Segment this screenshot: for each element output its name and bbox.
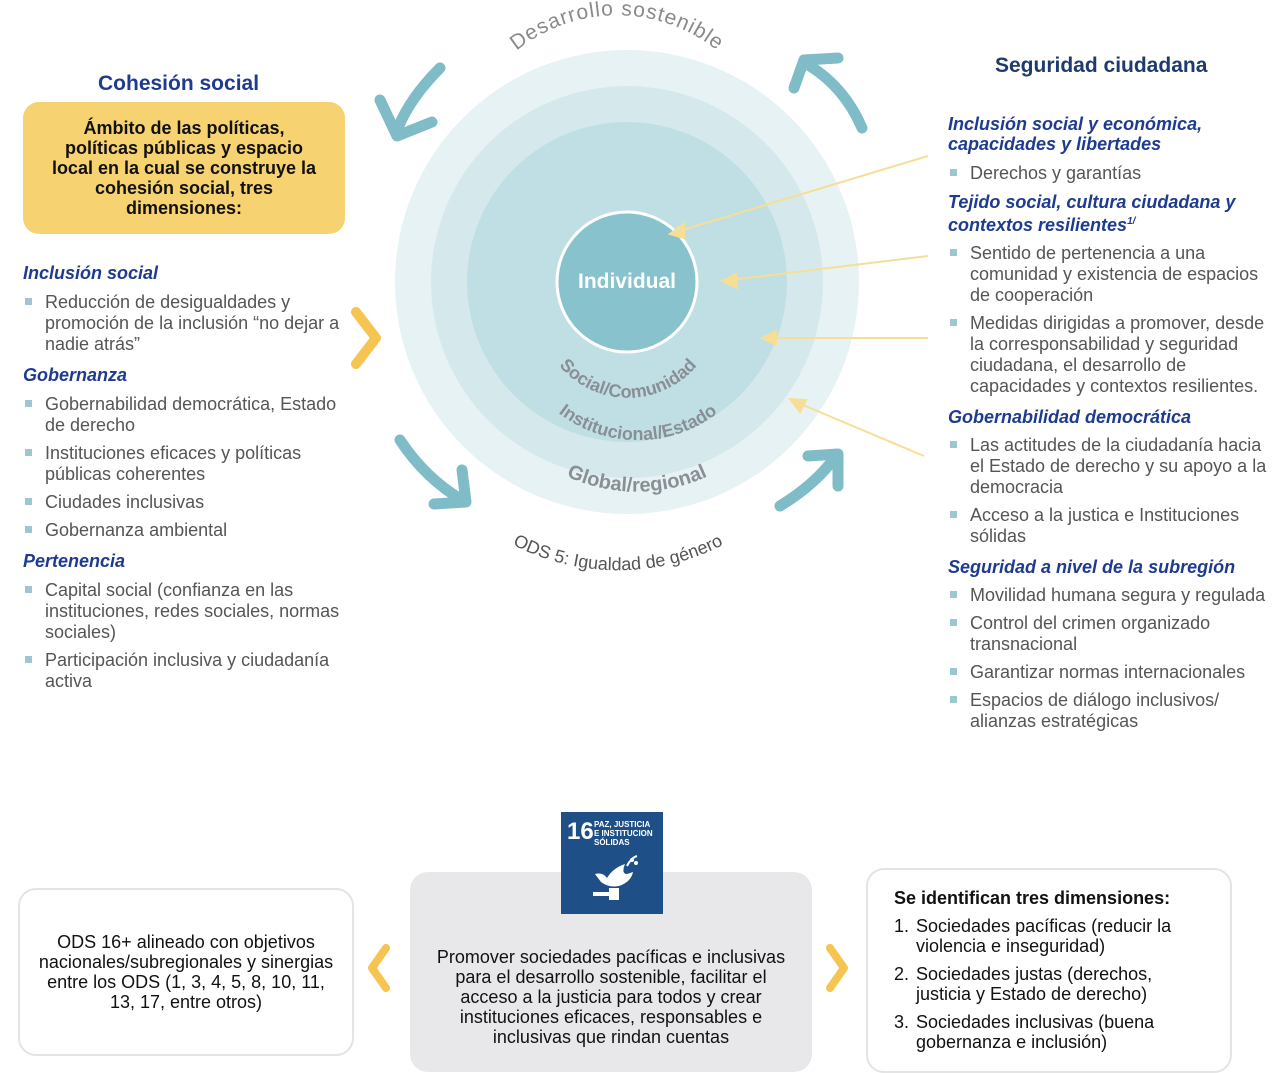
list-item: Ciudades inclusivas	[23, 492, 353, 513]
list-item: Las actitudes de la ciudadanía hacia el …	[948, 435, 1272, 498]
list-item: 1.Sociedades pacíficas (reducir la viole…	[894, 916, 1172, 956]
chevron-left-icon	[368, 944, 390, 992]
label-ods5: ODS 5: Igualdad de género	[511, 530, 726, 574]
center-individual	[555, 210, 699, 354]
gobernanza-list: Gobernabilidad democrática, Estado de de…	[23, 394, 353, 541]
list-item: Capital social (confianza en las institu…	[23, 580, 353, 643]
list-item: Derechos y garantías	[948, 163, 1272, 184]
center-label: Individual	[578, 270, 676, 293]
list-item: Espacios de diálogo inclusivos/ alianzas…	[948, 690, 1272, 732]
section-tejido-social-title: Tejido social, cultura ciudadana y conte…	[948, 192, 1272, 235]
section-subregion-title: Seguridad a nivel de la subregión	[948, 557, 1236, 577]
list-item: Garantizar normas internacionales	[948, 662, 1272, 683]
list-item: Acceso a la justica e Instituciones sóli…	[948, 505, 1272, 547]
list-item: 3.Sociedades inclusivas (buena gobernanz…	[894, 1012, 1155, 1052]
cycle-arrow-bottom-left-icon	[394, 434, 472, 510]
tejido-social-label: Tejido social, cultura ciudadana y conte…	[948, 192, 1236, 235]
sdg16-label: PAZ, JUSTICIA E INSTITUCION SÓLIDAS	[594, 820, 653, 847]
list-item: Gobernabilidad democrática, Estado de de…	[23, 394, 353, 436]
section-inclusion-social-title: Inclusión social	[23, 263, 159, 283]
list-item: Instituciones eficaces y políticas públi…	[23, 443, 353, 485]
subregion-list: Movilidad humana segura y regulada Contr…	[948, 585, 1272, 732]
chevron-right-icon	[826, 944, 848, 992]
seguridad-ciudadana-title: Seguridad ciudadana	[995, 54, 1208, 77]
dove-gavel-icon	[593, 855, 638, 900]
tejido-social-list: Sentido de pertenencia a una comunidad y…	[948, 243, 1272, 397]
list-item: Control del crimen organizado transnacio…	[948, 613, 1272, 655]
left-sections: Inclusión social Reducción de desigualda…	[23, 263, 353, 699]
pertenencia-list: Capital social (confianza en las institu…	[23, 580, 353, 692]
section-gobernabilidad-title: Gobernabilidad democrática	[948, 407, 1192, 427]
tejido-social-footnote: 1/	[1127, 216, 1136, 227]
cycle-arrow-bottom-right-icon	[774, 448, 844, 512]
label-desarrollo-sostenible: Desarrollo sostenible	[506, 0, 729, 55]
ods16-alignment-box: ODS 16+ alineado con objetivos nacionale…	[18, 888, 354, 1056]
list-item: Medidas dirigidas a promover, desde la c…	[948, 313, 1272, 397]
sdg16-badge: 16 PAZ, JUSTICIA E INSTITUCION SÓLIDAS	[561, 812, 663, 914]
section-inclusion-economica-title: Inclusión social y económica, capacidade…	[948, 114, 1203, 154]
pointer-lines	[667, 155, 929, 457]
inclusion-social-list: Reducción de desigualdades y promoción d…	[23, 292, 353, 355]
cycle-arrow-top-right-icon	[788, 52, 868, 134]
list-item: Participación inclusiva y ciudadanía act…	[23, 650, 353, 692]
gobernabilidad-list: Las actitudes de la ciudadanía hacia el …	[948, 435, 1272, 547]
tres-dimensiones-title: Se identifican tres dimensiones:	[894, 888, 1171, 908]
inclusion-economica-list: Derechos y garantías	[948, 163, 1272, 184]
list-item: Gobernanza ambiental	[23, 520, 353, 541]
sdg16-number: 16	[567, 818, 594, 845]
ambito-box: Ámbito de las políticas, políticas públi…	[23, 102, 345, 234]
tres-dimensiones-box: Se identifican tres dimensiones: 1.Socie…	[866, 868, 1232, 1073]
dimensiones-list: 1.Sociedades pacíficas (reducir la viole…	[894, 916, 1208, 1052]
list-item: Sentido de pertenencia a una comunidad y…	[948, 243, 1272, 306]
section-pertenencia-title: Pertenencia	[23, 551, 126, 571]
cohesion-social-title: Cohesión social	[98, 72, 260, 95]
list-item: 2.Sociedades justas (derechos, justicia …	[894, 964, 1153, 1004]
chevron-right-icon	[351, 307, 381, 369]
list-item: Movilidad humana segura y regulada	[948, 585, 1272, 606]
cycle-arrow-top-left-icon	[374, 62, 446, 142]
right-sections: Inclusión social y económica, capacidade…	[948, 114, 1272, 739]
list-item: Reducción de desigualdades y promoción d…	[23, 292, 353, 355]
section-gobernanza-title: Gobernanza	[23, 365, 128, 385]
